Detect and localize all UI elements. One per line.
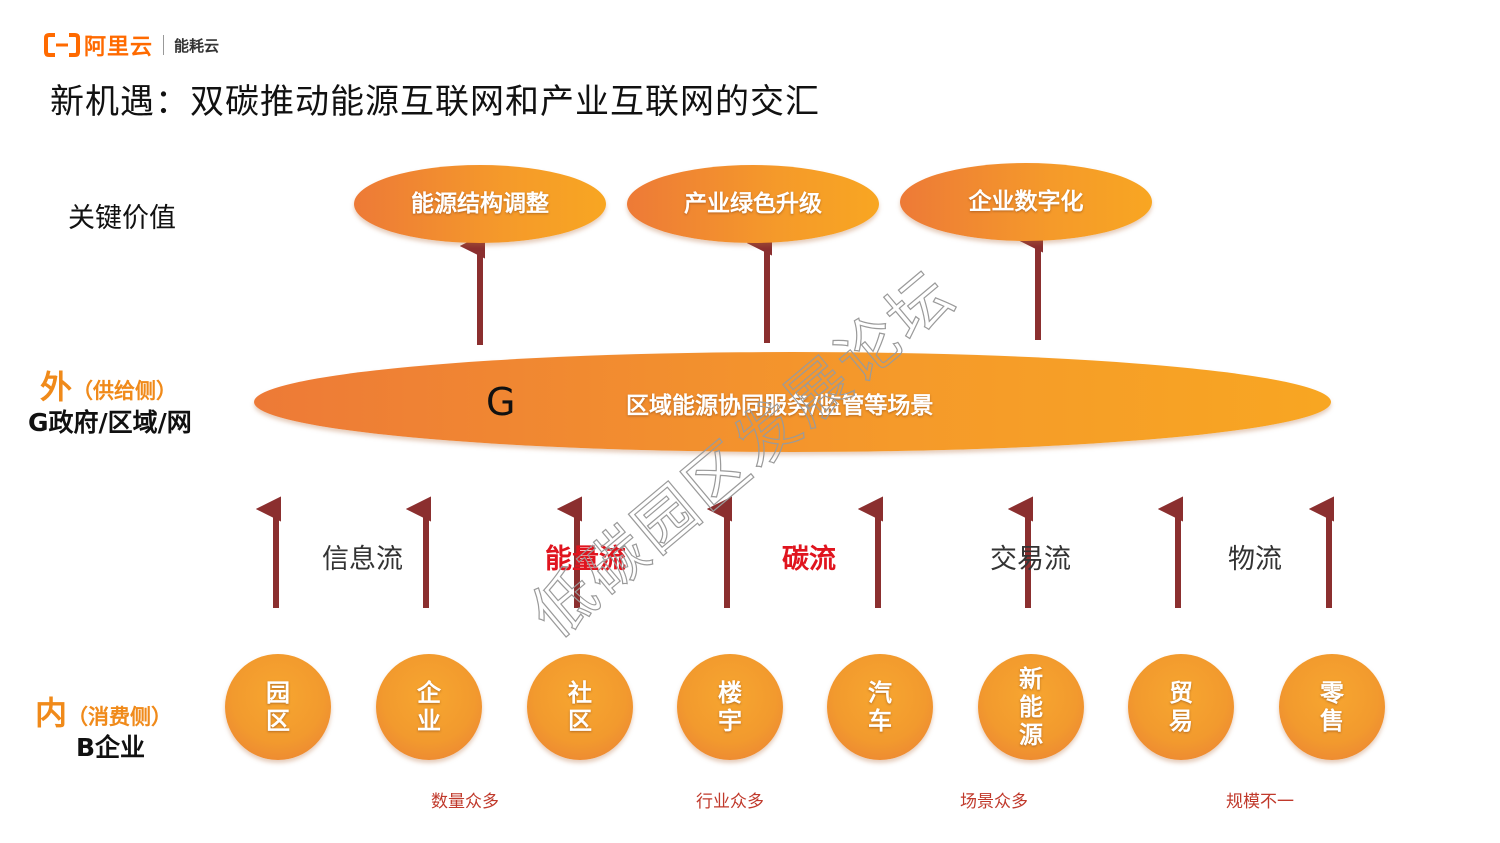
value-ellipse-energy-structure: 能源结构调整 <box>354 165 606 243</box>
flow-label-carbon: 碳流 <box>782 544 836 575</box>
inner-label: 内（消费侧） <box>35 688 172 734</box>
circle-label: 企业 <box>417 679 441 735</box>
flow-label-info: 信息流 <box>322 544 403 575</box>
inner-main-label: 内 <box>35 694 68 732</box>
circle-community: 社区 <box>527 654 633 760</box>
circle-trade: 贸易 <box>1128 654 1234 760</box>
flow-label-logistics: 物流 <box>1228 544 1282 575</box>
circle-enterprise: 企业 <box>376 654 482 760</box>
circle-label: 楼宇 <box>718 679 742 735</box>
outer-label: 外（供给侧） <box>40 362 177 408</box>
circle-label: 汽车 <box>868 679 892 735</box>
regional-service-text: 区域能源协同服务/监管等场景 <box>626 393 934 419</box>
brand-name: 阿里云 <box>84 35 154 60</box>
note-scene: 场景众多 <box>960 792 1028 812</box>
brand-sub: 能耗云 <box>174 36 220 55</box>
circle-new-energy: 新能源 <box>978 654 1084 760</box>
brand-divider <box>163 35 165 55</box>
value-label: 能源结构调整 <box>411 191 549 217</box>
key-value-label: 关键价值 <box>68 203 176 234</box>
regional-service-ellipse <box>254 352 1331 452</box>
flow-label-trade: 交易流 <box>990 544 1071 575</box>
inner-sub-label: B企业 <box>76 733 146 762</box>
note-quantity: 数量众多 <box>431 792 499 812</box>
flow-label-energy: 能量流 <box>545 544 626 575</box>
circle-building: 楼宇 <box>677 654 783 760</box>
circle-label: 零售 <box>1320 679 1344 735</box>
circle-label: 新能源 <box>1019 665 1043 749</box>
g-letter: G <box>486 380 516 424</box>
page-title: 新机遇：双碳推动能源互联网和产业互联网的交汇 <box>50 82 820 122</box>
note-scale: 规模不一 <box>1226 792 1294 812</box>
value-ellipse-digitalization: 企业数字化 <box>900 163 1152 241</box>
brand-logo: 阿里云 能耗云 <box>44 30 219 60</box>
inner-paren-label: （消费侧） <box>67 705 173 729</box>
circle-park: 园区 <box>225 654 331 760</box>
outer-main-label: 外 <box>40 368 73 406</box>
value-ellipse-industry-upgrade: 产业绿色升级 <box>627 165 879 243</box>
circle-label: 贸易 <box>1169 679 1193 735</box>
circle-car: 汽车 <box>827 654 933 760</box>
circle-label: 园区 <box>266 679 290 735</box>
aliyun-logo-icon <box>44 33 80 57</box>
outer-sub-label: G政府/区域/网 <box>28 408 192 437</box>
outer-paren-label: （供给侧） <box>72 379 178 403</box>
circle-label: 社区 <box>568 679 592 735</box>
circle-retail: 零售 <box>1279 654 1385 760</box>
value-label: 企业数字化 <box>968 189 1084 215</box>
value-label: 产业绿色升级 <box>684 191 822 217</box>
note-industry: 行业众多 <box>696 792 764 812</box>
